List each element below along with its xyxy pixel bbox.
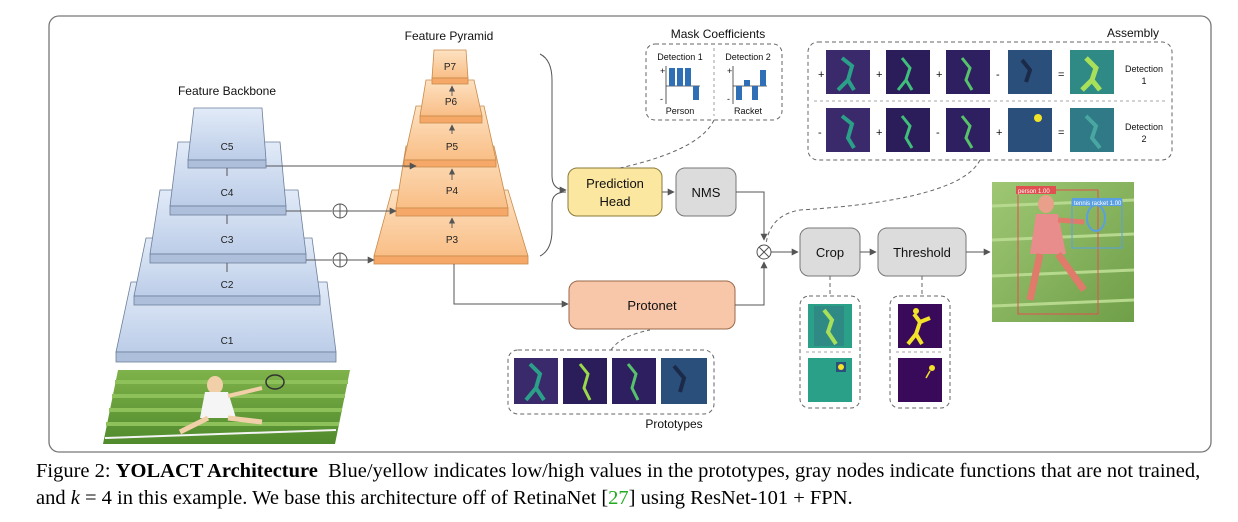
assembly-row-2: - + - + = Detection 2 [818,108,1163,152]
assembly-r2-label2: 2 [1141,134,1146,144]
threshold-output-2 [898,358,942,402]
assembly-r1-label1: Detection [1125,64,1163,74]
result-tag-racket: tennis racket 1.00 [1074,201,1122,207]
crop-label: Crop [816,245,844,260]
caption-title: YOLACT Architecture [115,460,318,482]
assembly-r2-equals: = [1058,127,1064,139]
prototypes-label: Prototypes [645,417,702,431]
coef-det1-title: Detection 1 [657,52,703,62]
threshold-label: Threshold [893,245,951,260]
pyramid-level-p7 [431,49,469,85]
coef-bar-d1-3 [685,68,691,86]
assembly-r1-proto1 [826,50,870,94]
coef-bar-d1-1 [669,68,675,86]
pyramid-label-p6: P6 [445,97,458,108]
figure-caption: Figure 2: YOLACT Architecture Blue/yello… [36,458,1226,512]
caption-figure-number: Figure 2: [36,460,111,482]
coef-det2-title: Detection 2 [725,52,771,62]
assembly-r1-op3: + [936,69,942,81]
nms-label: NMS [692,185,721,200]
caption-text-2: = 4 in this example. We base this archit… [84,487,609,509]
coef-det1-minus: - [660,94,663,104]
assembly-r1-label2: 1 [1141,76,1146,86]
coef-det2-plus: + [727,66,732,76]
pyramid-label-p4: P4 [446,186,459,197]
assembly-r1-equals: = [1058,69,1064,81]
p3-to-protonet [453,264,569,308]
feature-pyramid-label: Feature Pyramid [405,29,494,43]
assembly-r2-label1: Detection [1125,122,1163,132]
backbone-label-c2: C2 [221,280,234,291]
result-tag-person: person 1.00 [1018,189,1050,195]
mask-coefficients-box [645,43,783,121]
prediction-head-label-2: Head [599,194,630,209]
assembly-r1-op2: + [876,69,882,81]
backbone-label-c1: C1 [221,336,234,347]
coef-bar-d2-1 [736,86,742,100]
feature-backbone-label: Feature Backbone [178,84,276,98]
assembly-r2-op3: - [936,127,940,139]
coef-det1-plus: + [660,66,665,76]
coef-bar-d2-2 [744,80,750,86]
pyramid-label-p3: P3 [446,235,459,246]
assembly-r2-proto4 [1008,108,1052,152]
pyramid-label-p5: P5 [446,142,459,153]
assembly-r2-proto1 [826,108,870,152]
coef-bar-d1-4 [693,86,699,100]
prediction-head-label-1: Prediction [586,176,644,191]
assembly-r1-result [1070,50,1114,94]
pyramid-bracket-top [539,53,567,194]
coef-bar-d1-2 [677,68,683,86]
coef-det2-minus: - [727,94,730,104]
assembly-label: Assembly [1107,26,1159,40]
assembly-r1-op4: - [996,69,1000,81]
assembly-r1-op1: + [818,69,824,81]
coef-bar-d2-3 [752,86,758,100]
backbone-label-c3: C3 [221,235,234,246]
caption-text-1: Blue/yellow indicates low/high values in… [36,460,1201,509]
assembly-r2-op4: + [996,127,1002,139]
pyramid-level-p6 [419,79,483,124]
coef-det2-class: Racket [734,106,763,116]
assembly-r2-result [1070,108,1114,152]
backbone-layer-c5 [187,107,267,169]
output-image: person 1.00 tennis racket 1.00 [991,182,1135,322]
input-image [103,370,350,444]
backbone-label-c4: C4 [221,188,234,199]
pyramid-label-p7: P7 [444,62,457,73]
assembly-r2-op2: + [876,127,882,139]
caption-citation[interactable]: 27 [608,487,629,509]
mask-coefficients-label: Mask Coefficients [671,27,765,41]
backbone-label-c5: C5 [221,142,234,153]
assembly-r2-op1: - [818,127,822,139]
yolact-diagram: Feature Backbone C5 C4 C3 C2 C1 [48,15,1212,453]
caption-text-3: ] using ResNet-101 + FPN. [628,487,853,509]
coef-bar-d2-4 [760,70,766,86]
protonet-label: Protonet [627,298,677,313]
caption-math-k: k [70,487,80,509]
coef-det1-class: Person [666,106,695,116]
assembly-row-1: + + + - = Detection 1 [818,50,1163,94]
